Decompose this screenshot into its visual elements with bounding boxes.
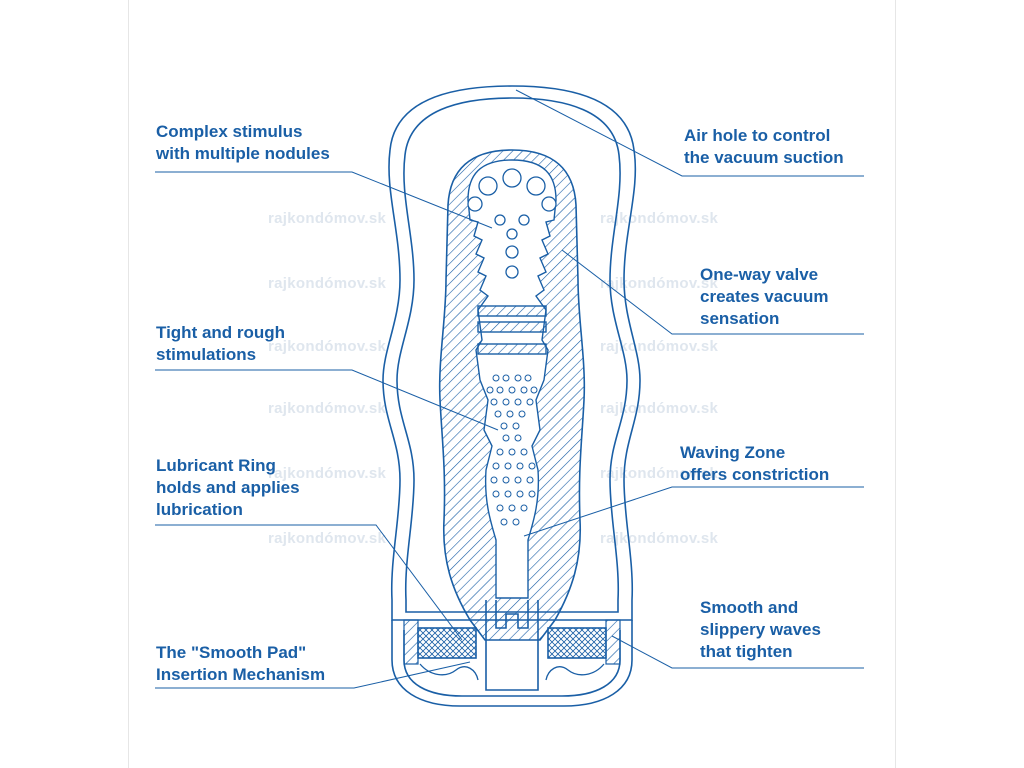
watermark: rajkondómov.sk <box>268 530 387 547</box>
label-air-hole: Air hole to control the vacuum suction <box>684 126 844 167</box>
top-nodules <box>467 168 557 212</box>
watermark: rajkondómov.sk <box>600 338 719 355</box>
watermark: rajkondómov.sk <box>600 465 719 482</box>
watermark: rajkondómov.sk <box>268 210 387 227</box>
leader-lubricant-ring <box>155 524 463 641</box>
watermark: rajkondómov.sk <box>268 275 387 292</box>
valve-band <box>477 305 547 355</box>
label-tight-rough: Tight and rough stimulations <box>156 323 286 364</box>
leader-waving-zone <box>523 486 864 537</box>
label-lubricant-ring: Lubricant Ring holds and applies lubrica… <box>156 456 300 519</box>
leader-air-hole <box>515 89 864 177</box>
label-smooth-pad: The "Smooth Pad" Insertion Mechanism <box>156 643 326 684</box>
label-one-way-valve: One-way valve creates vacuum sensation <box>700 265 829 328</box>
watermark: rajkondómov.sk <box>268 338 387 355</box>
nodule-dots <box>486 374 538 526</box>
leader-smooth-waves <box>611 635 864 669</box>
label-complex-stimulus: Complex stimulus with multiple nodules <box>156 122 330 163</box>
smooth-pad-left <box>417 627 477 659</box>
leader-tight-rough <box>155 369 499 431</box>
label-waving-zone: Waving Zone offers constriction <box>680 443 830 484</box>
leader-smooth-pad <box>155 661 471 689</box>
watermark: rajkondómov.sk <box>268 465 387 482</box>
smooth-pad-right <box>547 627 607 659</box>
label-smooth-waves: Smooth and slippery waves that tighten <box>700 598 821 661</box>
watermark: rajkondómov.sk <box>268 400 387 417</box>
leader-one-way-valve <box>561 249 864 335</box>
leader-lines <box>155 89 864 689</box>
leader-complex-stimulus <box>155 171 493 229</box>
inner-canal <box>467 159 557 599</box>
upper-holes <box>494 214 530 279</box>
watermark: rajkondómov.sk <box>600 275 719 292</box>
watermark: rajkondómov.sk <box>600 400 719 417</box>
